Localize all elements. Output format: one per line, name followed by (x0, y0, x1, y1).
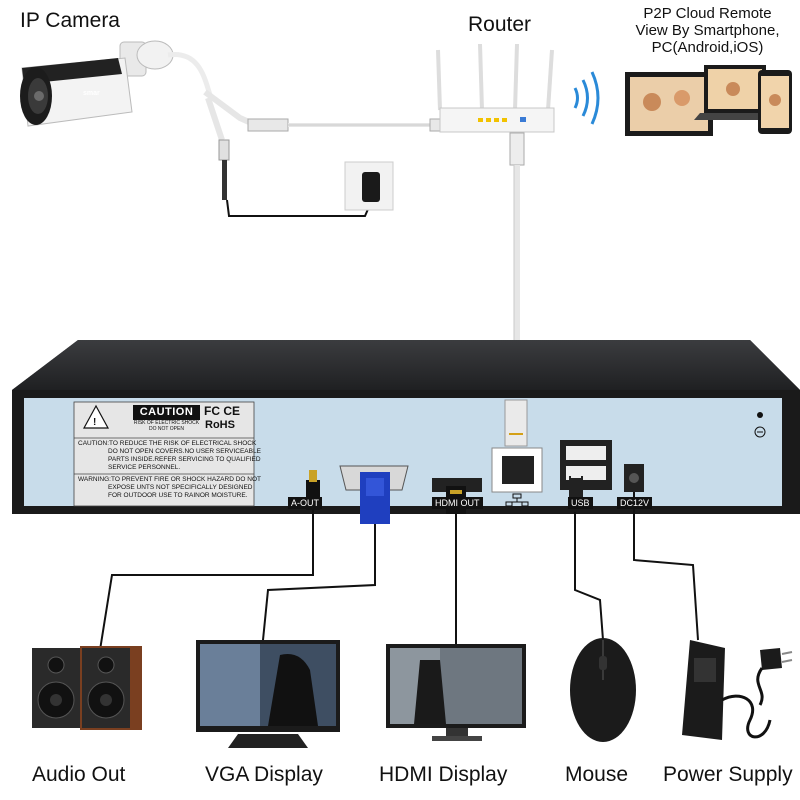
svg-text:!: ! (93, 417, 96, 428)
router-label: Router (468, 13, 532, 36)
wifi-signal-icon (573, 71, 600, 125)
fc-ce-mark: FC CE (204, 404, 240, 418)
vga-port (339, 465, 409, 524)
p2p-label-line-1: P2P Cloud Remote (643, 5, 772, 22)
caution-sub-1: RISK OF ELECTRIC SHOCK (133, 420, 200, 426)
warning-line-5: WARNING:TO PREVENT FIRE OR SHOCK HAZARD … (78, 476, 261, 483)
warning-line-7: FOR OUTDOOR USE TO RAINOR MOISTURE. (108, 492, 248, 499)
warning-line-3: PARTS INSIDE.REFER SERVICING TO QUALIFIE… (108, 456, 261, 463)
p2p-label: P2P Cloud Remote View By Smartphone, PC(… (615, 5, 800, 56)
mouse-label: Mouse (565, 763, 629, 786)
warning-text: WARNING:TO PREVENT FIRE OR SHOCK HAZARD … (78, 476, 261, 500)
warning-line-4: SERVICE PERSONNEL. (108, 464, 181, 471)
hdmi-monitor-icon (386, 644, 526, 741)
warning-line-6: EXPOSE UNTS NOT SPECIFICALLY DESIGNED (108, 484, 253, 491)
caution-title: CAUTION (133, 405, 200, 420)
audio-out-label: Audio Out (32, 763, 126, 786)
mouse-icon (570, 638, 636, 742)
power-supply-label: Power Supply (663, 763, 793, 786)
usb-port (560, 440, 612, 490)
lan-port (491, 399, 543, 493)
speakers-icon (32, 646, 142, 730)
power-supply-icon (682, 640, 793, 740)
camera-icon: smar (20, 40, 174, 127)
port-label-usb: USB (568, 497, 593, 509)
caution-sub-2: DO NOT OPEN (149, 426, 184, 432)
hdmi-display-label: HDMI Display (379, 763, 508, 786)
warning-line-1: CAUTION:TO REDUCE THE RISK OF ELECTRICAL… (78, 440, 257, 447)
ip-camera-label: IP Camera (20, 9, 120, 32)
device-cables (99, 492, 699, 651)
port-label-hdmi: HDMI OUT (432, 497, 483, 509)
vga-monitor-icon (196, 640, 340, 748)
router-icon (436, 43, 555, 133)
caution-subtitle: RISK OF ELECTRIC SHOCK DO NOT OPEN (133, 420, 200, 432)
camera-brand: smar (83, 90, 100, 97)
devices-icon (625, 65, 792, 136)
port-label-dc: DC12V (617, 497, 653, 509)
warning-line-2: DO NOT OPEN COVERS.NO USER SERVICEABLE (108, 448, 261, 455)
caution-text: CAUTION:TO REDUCE THE RISK OF ELECTRICAL… (78, 440, 261, 472)
p2p-label-line-3: PC(Android,iOS) (651, 39, 764, 56)
lan-icon (505, 493, 529, 507)
rohs-mark: RoHS (205, 419, 235, 431)
p2p-label-line-2: View By Smartphone, (635, 22, 780, 39)
power-adapter-icon (344, 161, 394, 211)
port-label-audio: A-OUT (288, 497, 322, 509)
vga-display-label: VGA Display (205, 763, 323, 786)
